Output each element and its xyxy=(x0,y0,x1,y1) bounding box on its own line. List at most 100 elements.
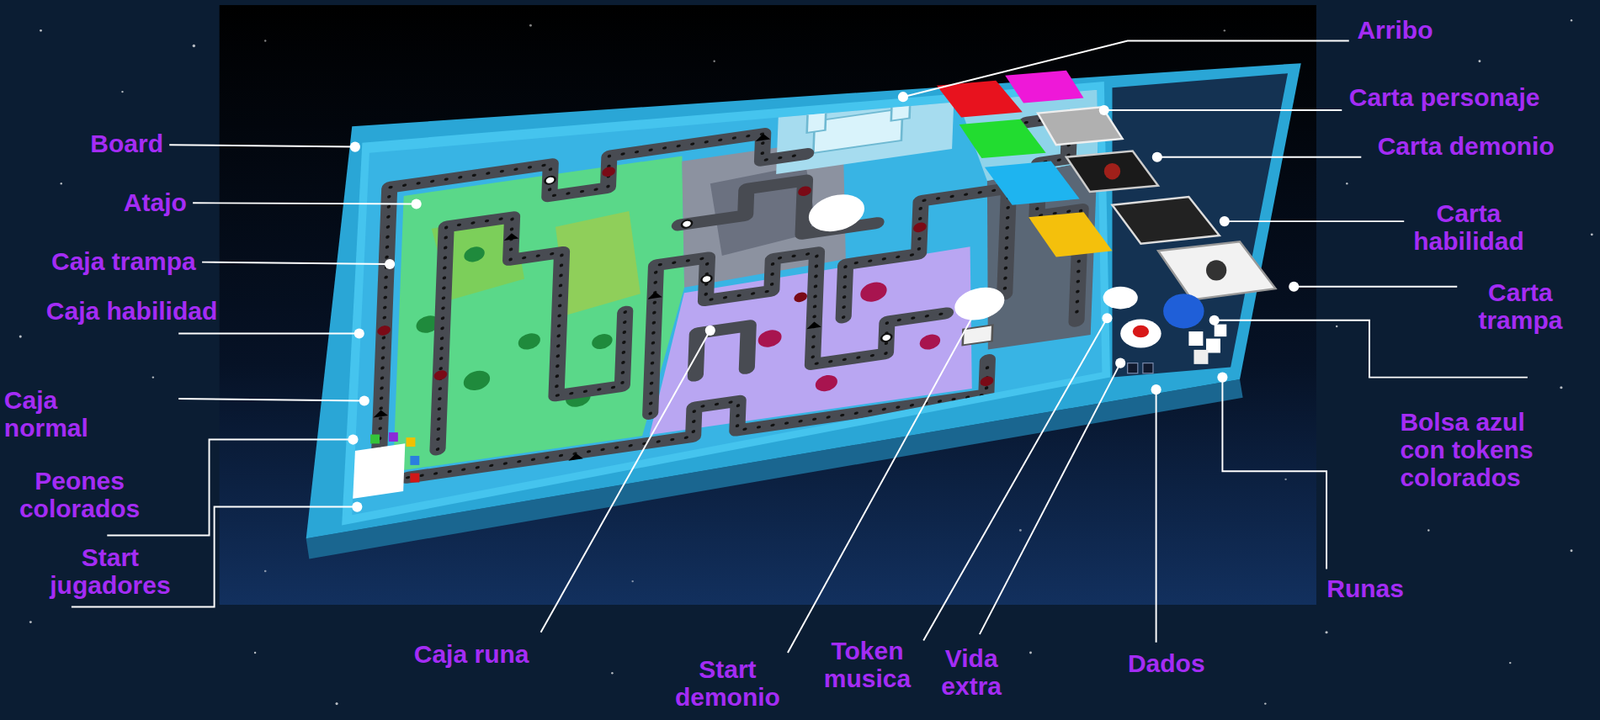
star xyxy=(264,39,266,42)
player-start xyxy=(348,443,405,500)
play-area-content xyxy=(348,69,1101,500)
trap-art xyxy=(1206,260,1227,281)
callout-label: Arribo xyxy=(1356,15,1433,44)
tree xyxy=(591,332,613,351)
leader-dot xyxy=(350,142,361,153)
rune-ring xyxy=(881,333,893,343)
leader-line xyxy=(192,202,417,204)
callout-label: Start demonio xyxy=(675,655,781,712)
star xyxy=(1325,631,1329,634)
star xyxy=(1477,59,1481,63)
leader-line xyxy=(1293,286,1457,288)
callout-label: Dados xyxy=(1127,649,1206,678)
rune-ring xyxy=(681,219,693,229)
character-card xyxy=(984,161,1080,206)
star xyxy=(1559,386,1563,389)
star xyxy=(335,702,339,706)
demon-start xyxy=(954,284,1006,324)
leader-line xyxy=(923,318,1107,641)
skull-icon xyxy=(913,222,927,234)
castle-ground xyxy=(776,90,955,175)
tokens xyxy=(1103,287,1228,374)
rune-ring xyxy=(701,274,713,284)
callout-label: Carta demonio xyxy=(1377,132,1555,160)
star xyxy=(1223,29,1226,32)
arrow-icon xyxy=(504,232,520,241)
play-area-clip xyxy=(348,69,1101,500)
track-path xyxy=(678,170,878,252)
extra-life-heart xyxy=(1132,325,1149,339)
track-dots-path xyxy=(437,200,630,450)
trap-card xyxy=(1158,241,1276,300)
leader-dot xyxy=(705,325,716,336)
leader-dot xyxy=(1288,281,1299,293)
callout-label: Token musica xyxy=(823,637,911,693)
leader-line xyxy=(178,333,360,335)
shortcut-blob xyxy=(807,191,866,235)
ability-card xyxy=(1111,196,1219,245)
callout-label: Atajo xyxy=(123,188,187,217)
play-area xyxy=(351,90,1102,516)
star xyxy=(254,652,256,654)
callout-label: Board xyxy=(90,129,164,158)
callout-label: Carta personaje xyxy=(1349,83,1541,112)
castle-tower xyxy=(807,109,827,133)
forest-region xyxy=(393,154,690,473)
tree xyxy=(757,328,782,349)
callout-label: Carta habilidad xyxy=(1413,199,1525,256)
star xyxy=(1570,19,1573,22)
leader-dot xyxy=(1151,384,1162,395)
star xyxy=(121,90,123,93)
callout-label: Carta trampa xyxy=(1477,278,1563,335)
cards xyxy=(936,70,1276,301)
track-dots-path xyxy=(650,223,950,414)
track-path xyxy=(437,200,630,450)
arrow-icon xyxy=(755,132,771,142)
track xyxy=(377,87,1085,483)
character-card xyxy=(959,119,1047,159)
callout-label: Caja habilidad xyxy=(46,297,218,325)
leader-line xyxy=(541,330,711,633)
character-card xyxy=(1004,70,1084,104)
die xyxy=(1142,363,1154,374)
callout-label: Caja trampa xyxy=(51,247,197,276)
leader-line xyxy=(1224,220,1404,223)
skull-icon xyxy=(793,292,808,304)
leader-line xyxy=(106,440,353,537)
callout-label: Runas xyxy=(1326,574,1404,603)
callout-label: Bolsa azul con tokens colorados xyxy=(1399,408,1569,492)
leader-dot xyxy=(1217,372,1228,383)
leader-dot xyxy=(898,91,909,102)
leader-line xyxy=(1155,389,1158,644)
leader-dot xyxy=(974,298,985,309)
space-panel xyxy=(219,5,1317,606)
skull-icon xyxy=(433,369,447,382)
star xyxy=(152,376,155,378)
leader-dot xyxy=(1209,315,1220,326)
star xyxy=(1345,182,1348,185)
star xyxy=(1509,662,1511,665)
pawn xyxy=(388,432,399,442)
arrow-icon xyxy=(373,409,389,418)
leader-dot xyxy=(354,328,365,339)
arrow-icon xyxy=(568,452,584,462)
leader-line xyxy=(1104,109,1342,112)
arrow-icon xyxy=(806,320,822,330)
star xyxy=(19,335,22,339)
skull-icon xyxy=(797,185,812,197)
character-card xyxy=(1028,212,1112,257)
leader-line xyxy=(903,40,1350,97)
rune xyxy=(1214,324,1228,338)
leader-dot xyxy=(1115,358,1126,369)
rune xyxy=(1206,339,1221,354)
pawn xyxy=(370,435,380,445)
tree xyxy=(462,369,490,393)
castle xyxy=(806,96,911,155)
leader-line xyxy=(1157,156,1361,159)
callout-label: Peones colorados xyxy=(19,467,140,523)
star xyxy=(39,29,43,32)
track-dots-path xyxy=(377,127,808,480)
star xyxy=(1019,529,1022,532)
